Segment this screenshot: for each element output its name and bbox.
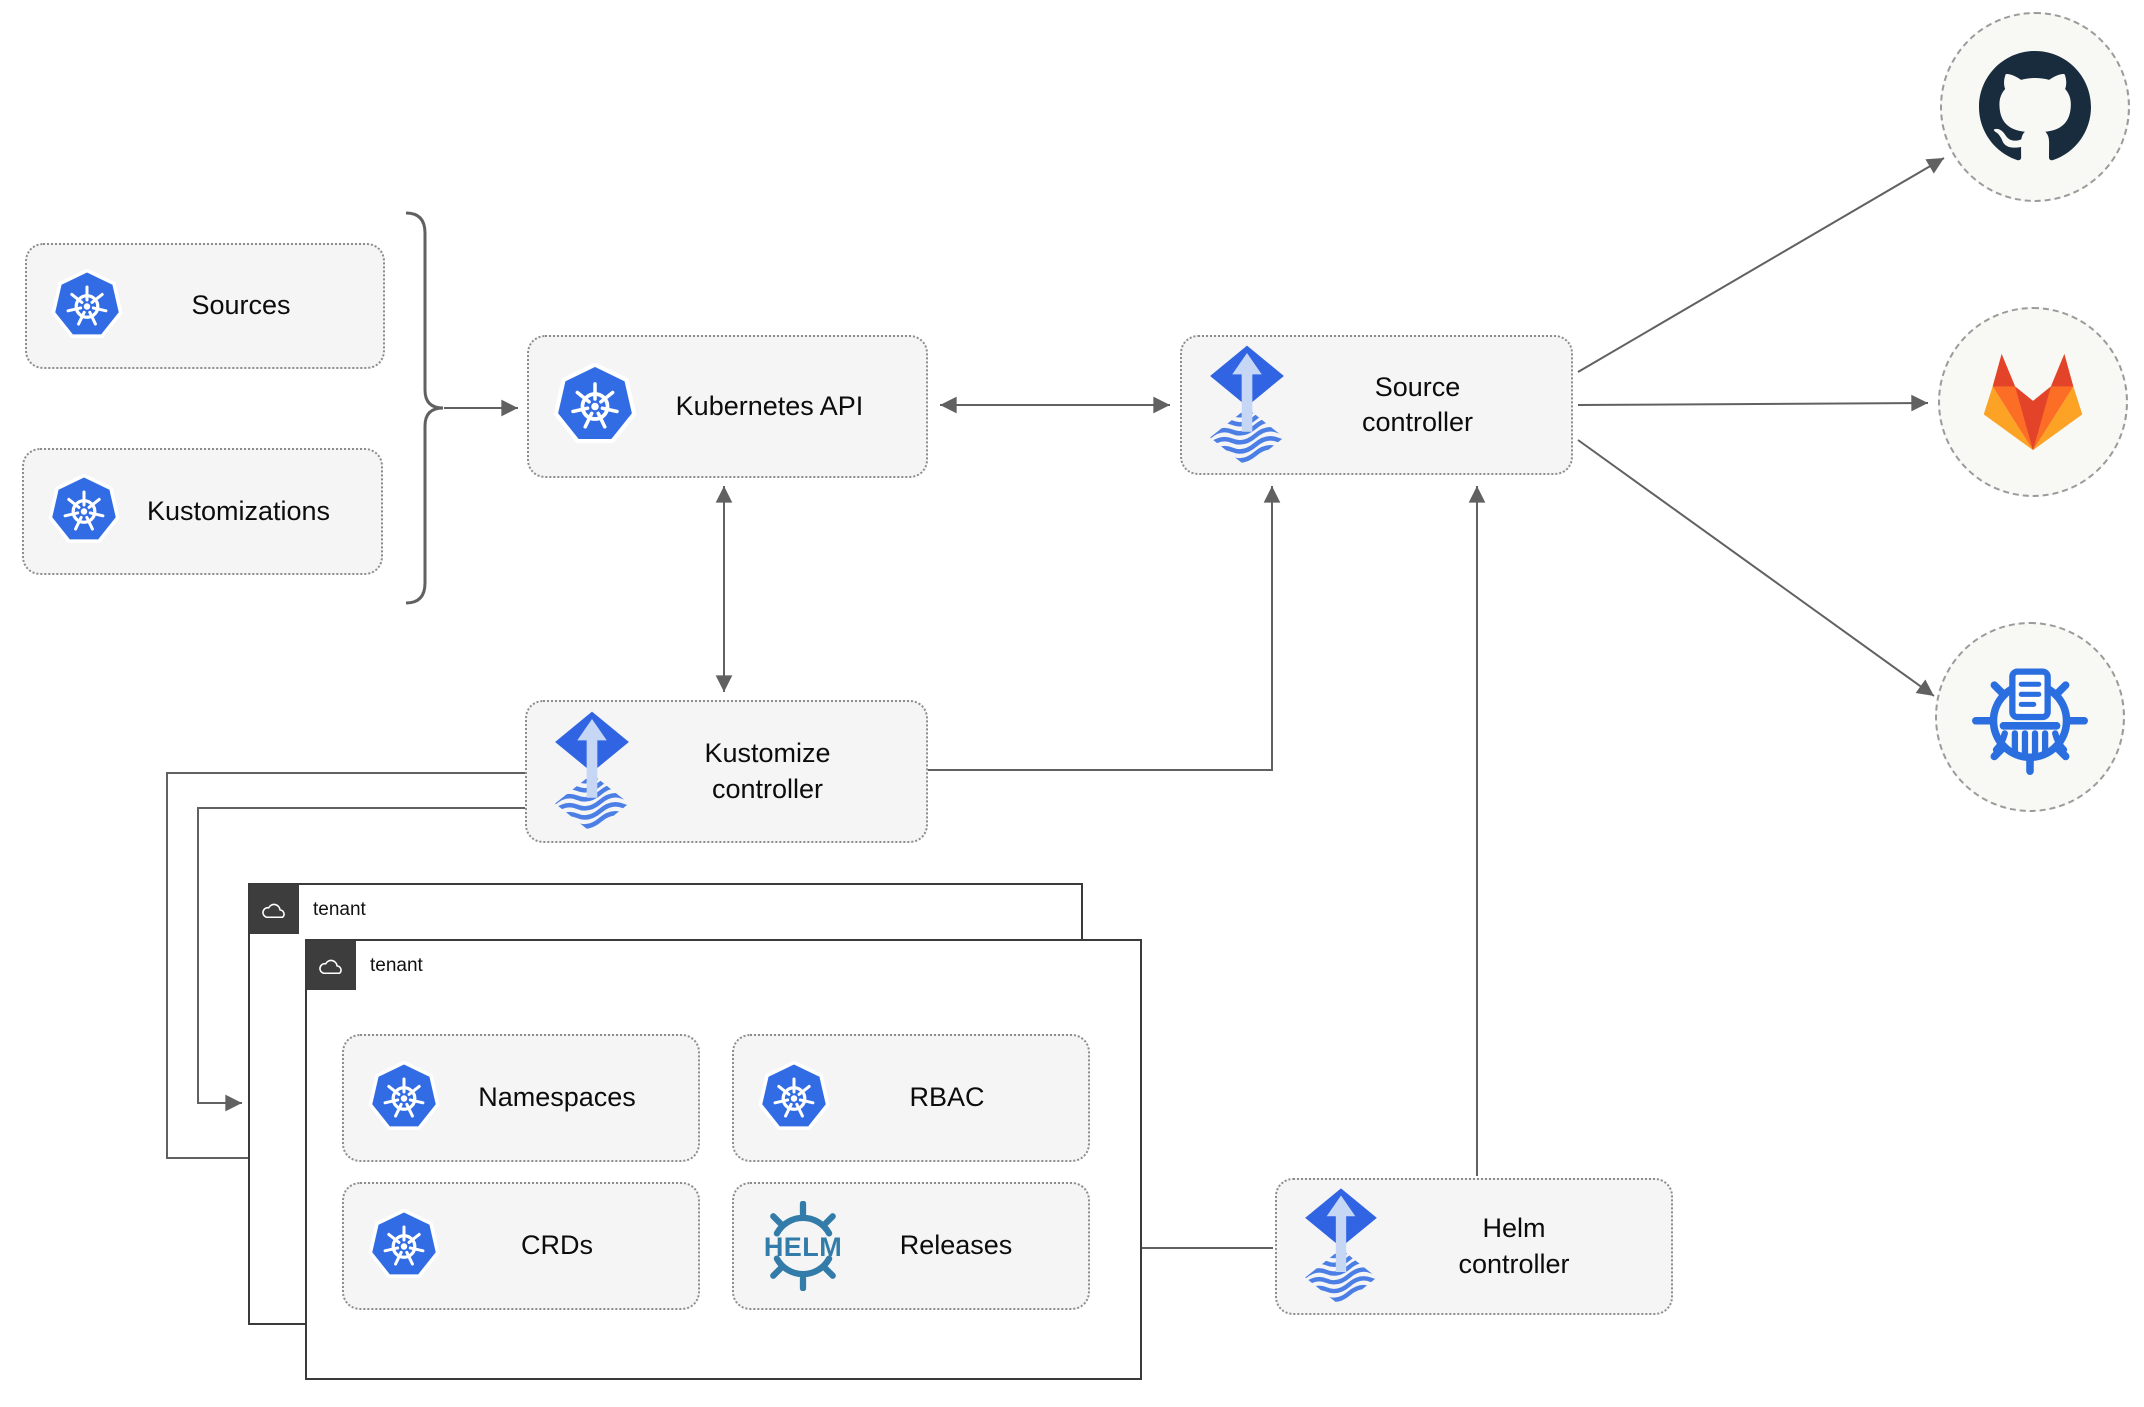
node-kubernetes-api: Kubernetes API [527,335,928,478]
tenant-front-header-square [307,941,356,990]
cloud-icon [318,959,342,974]
node-namespaces-label: Namespaces [478,1082,636,1113]
flux-icon [1301,1186,1381,1307]
node-kubernetes-api-label: Kubernetes API [675,390,864,421]
kubernetes-icon [48,474,120,544]
helm-repository-icon [1967,654,2093,780]
node-source-controller: Source controller [1180,335,1573,475]
edge-kustomize-to-tenant-back [197,807,525,1112]
flux-icon [551,709,633,834]
tenant-back-header-square [250,885,299,934]
node-kustomize-controller: Kustomize controller [525,700,928,843]
brace-sources-kustomizations [405,211,444,605]
kubernetes-icon [368,1060,440,1130]
helm-icon: HELM [764,1201,842,1291]
node-sources: Sources [25,243,385,369]
node-releases-label: Releases [899,1230,1013,1261]
node-kustomizations: Kustomizations [22,448,383,575]
edge-kustomize-to-source-controller [928,486,1281,771]
github-icon [1979,51,2091,161]
tenant-box-front: tenant Namespaces RBAC CRDs [305,939,1142,1380]
kubernetes-icon [51,268,123,338]
flux-icon [1206,343,1288,468]
node-helm-controller: Helm controller [1275,1178,1673,1315]
edge-kustomize-to-tenant-front [166,772,525,1167]
cloud-icon [261,903,285,918]
tenant-back-header: tenant [250,885,366,934]
gitlab-icon [1983,353,2083,451]
helm-wordmark: HELM [764,1232,842,1262]
edge-source-controller-to-helm-repository [1577,439,1935,697]
node-source-controller-label: Source controller [1361,371,1474,437]
endpoint-gitlab [1938,307,2128,497]
node-namespaces: Namespaces [342,1034,700,1162]
endpoint-helm-repository [1935,622,2125,812]
node-crds-label: CRDs [521,1230,593,1261]
node-kustomize-controller-label: Kustomize controller [704,738,831,804]
tenant-back-label: tenant [313,898,366,920]
kubernetes-icon [553,363,637,450]
node-kustomizations-label: Kustomizations [146,495,331,526]
kubernetes-icon [368,1208,440,1278]
tenant-front-header: tenant [307,941,423,990]
node-rbac-label: RBAC [909,1082,985,1113]
endpoint-github [1940,12,2130,202]
edge-source-controller-to-github [1577,157,1945,373]
node-helm-controller-label: Helm controller [1458,1213,1570,1279]
node-sources-label: Sources [191,290,291,321]
node-crds: CRDs [342,1182,700,1310]
kubernetes-icon [758,1060,830,1130]
tenant-front-label: tenant [370,954,423,976]
node-releases: HELM Releases [732,1182,1090,1310]
edge-source-controller-to-gitlab [1577,394,1929,412]
node-rbac: RBAC [732,1034,1090,1162]
